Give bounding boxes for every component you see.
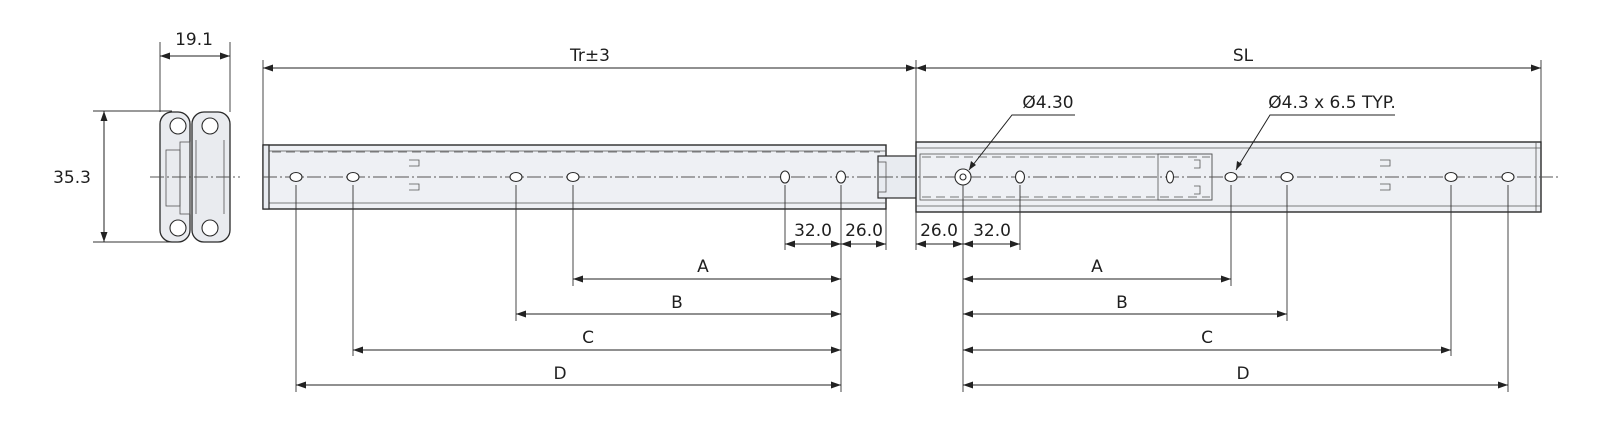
ball-bearing [201, 117, 219, 135]
left-dim-b-label: B [671, 293, 683, 313]
slot-callout-label: Ø4.3 x 6.5 TYP. [1268, 93, 1396, 113]
width-label: 19.1 [175, 30, 213, 50]
mounting-slot [509, 171, 523, 183]
mounting-slot [779, 170, 791, 184]
mounting-slot [1165, 170, 1175, 184]
mounting-slot [566, 171, 580, 183]
right-dim-b-label: B [1116, 293, 1128, 313]
rail-side-view: Tr±3 SL [262, 46, 1560, 213]
stop-tab [409, 159, 420, 191]
ball-bearing [169, 117, 187, 135]
slot-callout-arrow [1236, 161, 1242, 170]
right-dim-c-label: C [1201, 328, 1213, 348]
mounting-slot [1224, 171, 1238, 183]
hole-callout-label: Ø4.30 [1022, 93, 1073, 113]
ball-bearing [201, 219, 219, 237]
mounting-slot [1501, 171, 1515, 183]
lock-tab [1194, 159, 1201, 195]
right-dim-d-label: D [1236, 364, 1249, 384]
left-dim-a-label: A [697, 257, 709, 277]
left-hole-dimensions: A B C D [295, 185, 841, 392]
cross-section-view: 19.1 35.3 [53, 30, 240, 243]
mounting-slot [346, 171, 360, 183]
travel-label: Tr±3 [569, 46, 610, 66]
mounting-slot [1280, 171, 1294, 183]
mounting-slot [835, 170, 847, 184]
ball-bearing [169, 219, 187, 237]
spacing-32-right-label: 32.0 [973, 221, 1011, 241]
retainer [179, 141, 191, 215]
slot-callout-leader [1235, 114, 1395, 171]
slide-length-label: SL [1233, 46, 1254, 66]
hole-callout-leader [968, 114, 1075, 171]
stop-tab [1380, 159, 1391, 191]
mounting-slot [1444, 171, 1458, 183]
spacing-dimensions: 32.0 26.0 26.0 32.0 [784, 185, 1021, 392]
left-dim-d-label: D [553, 364, 566, 384]
spacing-26-left-label: 26.0 [845, 221, 883, 241]
height-label: 35.3 [53, 168, 91, 188]
spacing-32-left-label: 32.0 [794, 221, 832, 241]
right-hole-dimensions: A B C D [963, 185, 1509, 392]
access-hole-inner [959, 173, 967, 181]
hole-callout-arrow [969, 161, 976, 170]
spacing-26-right-label: 26.0 [920, 221, 958, 241]
mounting-slot [1014, 170, 1026, 184]
mounting-slot [289, 171, 303, 183]
right-dim-a-label: A [1091, 257, 1103, 277]
left-dim-c-label: C [582, 328, 594, 348]
